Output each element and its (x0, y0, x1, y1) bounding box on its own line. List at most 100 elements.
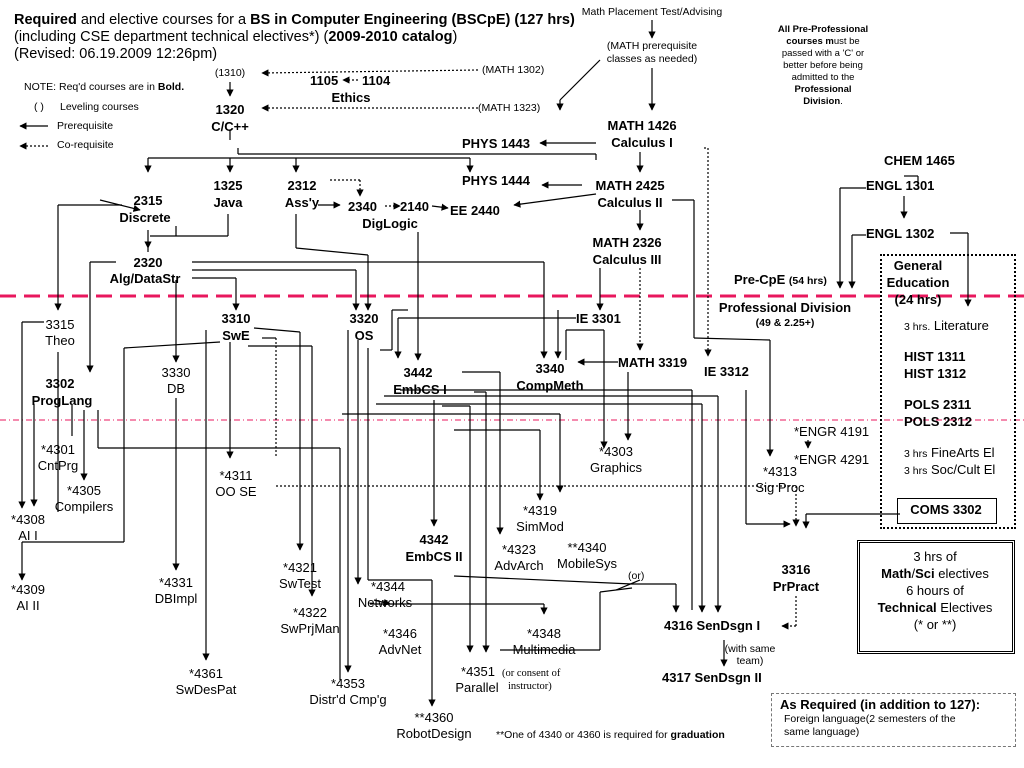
course-3310-name: SwE (222, 328, 250, 343)
course-engl1301: ENGL 1301 (866, 178, 935, 193)
course-2315-num: 2315 (133, 193, 163, 208)
course-4331-name: DBImpl (154, 591, 198, 606)
course-2312-name: Ass'y (284, 195, 320, 210)
elect-line1: 3 hrs of (913, 549, 957, 564)
legend-note-bold: Bold. (157, 81, 185, 93)
legend-prerequisite: Prerequisite (57, 120, 114, 132)
with-team-2: team) (736, 655, 764, 667)
course-2340: 2340 (348, 199, 377, 214)
elect-technical: Technical (877, 600, 937, 615)
footnote-b: graduation (670, 729, 725, 741)
course-math1426-num: MATH 1426 (607, 118, 677, 133)
preprof-line7: Division. (803, 96, 843, 107)
course-1320-num: 1320 (215, 102, 245, 117)
legend-corequisite: Co-requisite (57, 139, 114, 151)
course-3320-name: OS (354, 328, 374, 343)
ethics-label: Ethics (331, 90, 371, 105)
subtitle-catalog: 2009-2010 catalog (328, 29, 453, 45)
preprof-line2b: ust be (833, 36, 860, 47)
course-4323-name: AdvArch (494, 558, 544, 573)
legend-leveling-symbol: ( ) (34, 101, 44, 113)
preprof-line6: Professional (794, 84, 852, 95)
title-mid: and elective courses for a (76, 12, 251, 28)
gen-ed-soc: Soc/Cult El (930, 462, 996, 477)
precpe-label: Pre-CpE (54 hrs) (734, 272, 827, 287)
course-4319-name: SimMod (516, 519, 564, 534)
gen-ed-soc-hrs: 3 hrs (904, 465, 928, 477)
gen-ed-finearts: 3 hrs FineArts El (904, 445, 995, 460)
course-engr4291: *ENGR 4291 (794, 452, 870, 467)
course-2320-num: 2320 (133, 255, 163, 270)
course-3315-num: 3315 (45, 317, 75, 332)
gen-ed-soccult: 3 hrs Soc/Cult El (904, 462, 995, 477)
elect-math: Math (881, 566, 912, 581)
gen-ed-pols2312: POLS 2312 (904, 414, 972, 429)
course-4351-num: *4351 (461, 664, 495, 679)
course-math1302: (MATH 1302) (482, 64, 545, 76)
course-engl1302: ENGL 1302 (866, 226, 935, 241)
course-3302-num: 3302 (45, 376, 75, 391)
course-4308-name: AI I (18, 528, 38, 543)
course-3330-num: 3330 (161, 365, 191, 380)
preprof-line4: better before being (783, 60, 863, 71)
preprof-line1: All Pre-Professional (777, 24, 869, 35)
elect-line4: Technical Electives (878, 600, 993, 615)
course-4360-num: **4360 (414, 710, 454, 725)
course-4323-num: *4323 (502, 542, 536, 557)
gen-ed-hist1312: HIST 1312 (904, 366, 967, 381)
course-chem1465: CHEM 1465 (884, 153, 955, 168)
course-4305-num: *4305 (67, 483, 101, 498)
course-1104: 1104 (362, 73, 391, 88)
course-1325-name: Java (213, 195, 243, 210)
course-3340-name: CompMeth (516, 378, 584, 393)
math-prereq-2: classes as needed) (606, 53, 698, 65)
gen-ed-title3: (24 hrs) (894, 292, 942, 307)
course-4319-num: *4319 (523, 503, 557, 518)
course-4353-num: *4353 (331, 676, 365, 691)
gen-ed-coms3302: COMS 3302 (910, 502, 982, 517)
course-2315-name: Discrete (119, 210, 171, 225)
profdiv-label: Professional Division (718, 300, 852, 315)
electives-box (857, 540, 1015, 654)
preprof-line2: courses must be (786, 36, 859, 47)
course-4346-num: *4346 (383, 626, 417, 641)
gen-ed-literature: 3 hrs. Literature (904, 318, 989, 333)
course-3315-name: Theo (45, 333, 75, 348)
math-prereq-1: (MATH prerequisite (606, 40, 698, 52)
footnote: **One of 4340 or 4360 is required for gr… (496, 729, 725, 741)
elect-line3: 6 hours of (906, 583, 964, 598)
course-math2425-num: MATH 2425 (595, 178, 665, 193)
course-4313-num: *4313 (763, 464, 797, 479)
or-label: (or) (628, 570, 645, 582)
course-1325-num: 1325 (213, 178, 243, 193)
gen-ed-title2: Education (886, 275, 950, 290)
preprof-line2a: courses m (786, 36, 834, 47)
preprof-line3: passed with a 'C' or (781, 48, 865, 59)
as-required-title: As Required (in addition to 127): (780, 697, 981, 712)
course-4351-name: Parallel (455, 680, 499, 695)
gen-ed-pols2311: POLS 2311 (904, 397, 972, 412)
course-math2425-name: Calculus II (597, 195, 663, 210)
gen-ed-fa-hrs: 3 hrs (904, 448, 928, 460)
course-ie3301: IE 3301 (576, 311, 621, 326)
coms3302-box (897, 498, 997, 524)
as-required-line1: Foreign language(2 semesters of the (784, 713, 956, 725)
course-ie3312: IE 3312 (704, 364, 749, 379)
course-4361-name: SwDesPat (175, 682, 237, 697)
legend-note: NOTE: Req'd courses are in Bold. (24, 81, 184, 93)
course-4303-name: Graphics (589, 460, 643, 475)
gen-ed-title1: General (893, 258, 943, 273)
course-math2326-num: MATH 2326 (592, 235, 662, 250)
course-math1323: (MATH 1323) (478, 102, 541, 114)
course-4361-num: *4361 (189, 666, 223, 681)
math-placement: Math Placement Test/Advising (581, 6, 723, 18)
course-phys1444: PHYS 1444 (462, 173, 530, 188)
elect-tech-electives: Electives (936, 600, 993, 615)
course-2320-name: Alg/DataStr (109, 271, 181, 286)
course-phys1443: PHYS 1443 (462, 136, 530, 151)
general-education-box (880, 254, 1016, 529)
course-4331-num: *4331 (159, 575, 193, 590)
course-4322-name: SwPrjMan (280, 621, 340, 636)
course-ee2440: EE 2440 (450, 203, 500, 218)
course-4303-num: *4303 (599, 444, 633, 459)
